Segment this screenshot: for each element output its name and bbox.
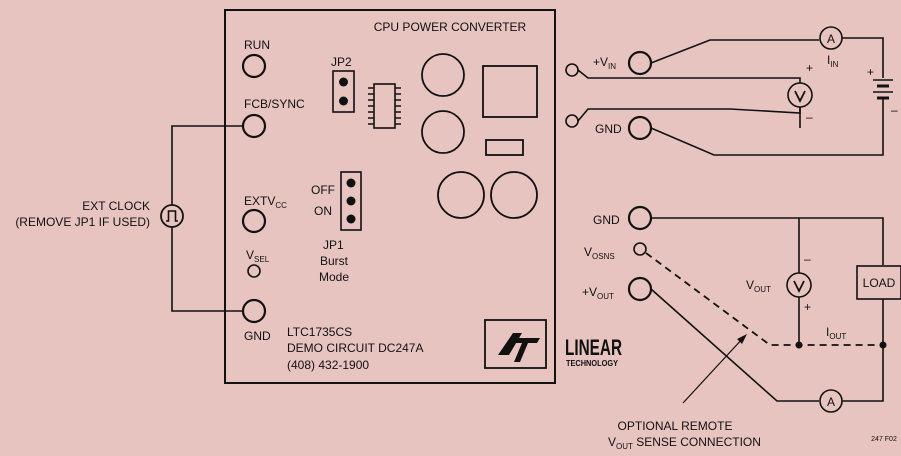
wire-ammeter-battery: [842, 37, 884, 78]
voltmeter-out-minus: –: [804, 252, 811, 266]
wire-gnd-out-load: [651, 217, 884, 265]
battery-plus: +: [867, 65, 874, 79]
ammeter-out: [819, 389, 843, 413]
capacitor-4: [490, 171, 538, 219]
wire-vin-ammeter: [650, 39, 819, 64]
label-on: ON: [314, 204, 332, 218]
capacitor-2: [421, 110, 465, 154]
voltmeter-in-minus: –: [806, 110, 813, 124]
junction-2: [879, 341, 887, 349]
terminal-gnd-out[interactable]: [627, 205, 653, 231]
label-fcb-sync: FCB/SYNC: [244, 97, 305, 111]
clock-source: [160, 204, 184, 228]
voltmeter-out: [786, 272, 812, 298]
ammeter-in-label: A: [827, 32, 835, 46]
label-vsel: VSEL: [246, 248, 270, 264]
voltmeter-in-v-icon: [794, 90, 806, 104]
terminal-vin[interactable]: [627, 50, 653, 76]
label-iin: IIN: [827, 53, 839, 69]
label-vosns: VOSNS: [584, 245, 615, 261]
jp2-pin-1: [339, 77, 348, 87]
terminal-vout[interactable]: [627, 276, 653, 302]
load-box: [856, 265, 901, 300]
jumper-jp1[interactable]: [340, 171, 362, 231]
board-title: CPU POWER CONVERTER: [374, 20, 527, 34]
jp1-pin-1: [346, 178, 356, 188]
label-ext-clock: EXT CLOCK: [82, 199, 150, 213]
voltmeter-out-plus: +: [804, 300, 811, 314]
voltmeter-in: [787, 82, 813, 108]
terminal-gnd-left[interactable]: [241, 298, 267, 324]
label-ext-clock-note: (REMOVE JP1 IF USED): [15, 215, 150, 229]
jp1-pin-3: [346, 214, 356, 224]
label-run: RUN: [244, 38, 270, 52]
label-vout-meter: VOUT: [746, 278, 771, 294]
figure-code: 247 F02: [871, 436, 897, 443]
terminal-gnd-in-small[interactable]: [565, 114, 579, 128]
wire-remote-sense: [645, 252, 883, 346]
voltmeter-in-plus: +: [806, 61, 813, 75]
remote-sense-pointer: [682, 336, 745, 404]
clock-pulse-icon: [166, 210, 178, 222]
label-off: OFF: [311, 183, 335, 197]
label-burst: Burst: [320, 254, 349, 268]
label-gnd-out: GND: [593, 213, 620, 227]
label-jp1: JP1: [323, 238, 344, 252]
board-outline: [224, 9, 556, 384]
terminal-vin-small[interactable]: [565, 63, 579, 77]
logo-word2: TECHNOLOGY: [566, 359, 619, 368]
battery-minus: –: [891, 103, 898, 117]
label-mode: Mode: [319, 270, 349, 284]
terminal-fcb-sync[interactable]: [241, 113, 267, 139]
wire-battery-gnd: [650, 99, 884, 156]
jumper-jp2[interactable]: [332, 70, 355, 113]
label-extvcc: EXTVCC: [244, 194, 287, 210]
voltmeter-out-v-icon: [793, 280, 805, 294]
board-part: LTC1735CS: [287, 325, 352, 339]
terminal-vosns[interactable]: [633, 242, 647, 256]
label-gnd-in: GND: [595, 122, 622, 136]
ic-chip: [368, 83, 401, 129]
load-label: LOAD: [863, 276, 896, 290]
terminal-extvcc[interactable]: [241, 208, 267, 234]
label-remote-2: VOUT SENSE CONNECTION: [608, 435, 761, 451]
junction-1: [795, 341, 803, 349]
label-gnd-left: GND: [244, 329, 271, 343]
linear-technology-logo: LINEAR TECHNOLOGY: [484, 319, 622, 369]
logo-word1: LINEAR: [565, 335, 622, 360]
remote-sense-arrowhead: [737, 334, 747, 344]
wire-vin-sense: [577, 69, 801, 83]
label-iout: IOUT: [826, 325, 846, 341]
battery-icon: [873, 79, 893, 100]
wire-load-bottom: [842, 299, 884, 402]
label-vin: +VIN: [593, 55, 616, 71]
capacitor-3: [437, 171, 485, 219]
wire-gnd-sense: [577, 107, 801, 122]
board-phone: (408) 432-1900: [287, 358, 369, 372]
label-vout: +VOUT: [582, 285, 614, 301]
jp2-pin-2: [339, 96, 348, 106]
jp1-pin-2: [346, 196, 356, 206]
inductor: [482, 65, 538, 118]
resistor: [485, 139, 524, 156]
wire-clock-fcb: [171, 125, 243, 205]
terminal-gnd-in[interactable]: [627, 115, 653, 141]
capacitor-1: [421, 53, 465, 97]
label-jp2: JP2: [331, 55, 352, 69]
board-demo: DEMO CIRCUIT DC247A: [287, 341, 423, 355]
terminal-run[interactable]: [241, 53, 267, 79]
terminal-vsel[interactable]: [247, 264, 261, 278]
ammeter-out-label: A: [827, 395, 835, 409]
wire-vout-ammeter: [650, 288, 819, 402]
label-remote-1: OPTIONAL REMOTE: [618, 419, 733, 433]
wire-clock-gnd: [171, 227, 243, 312]
